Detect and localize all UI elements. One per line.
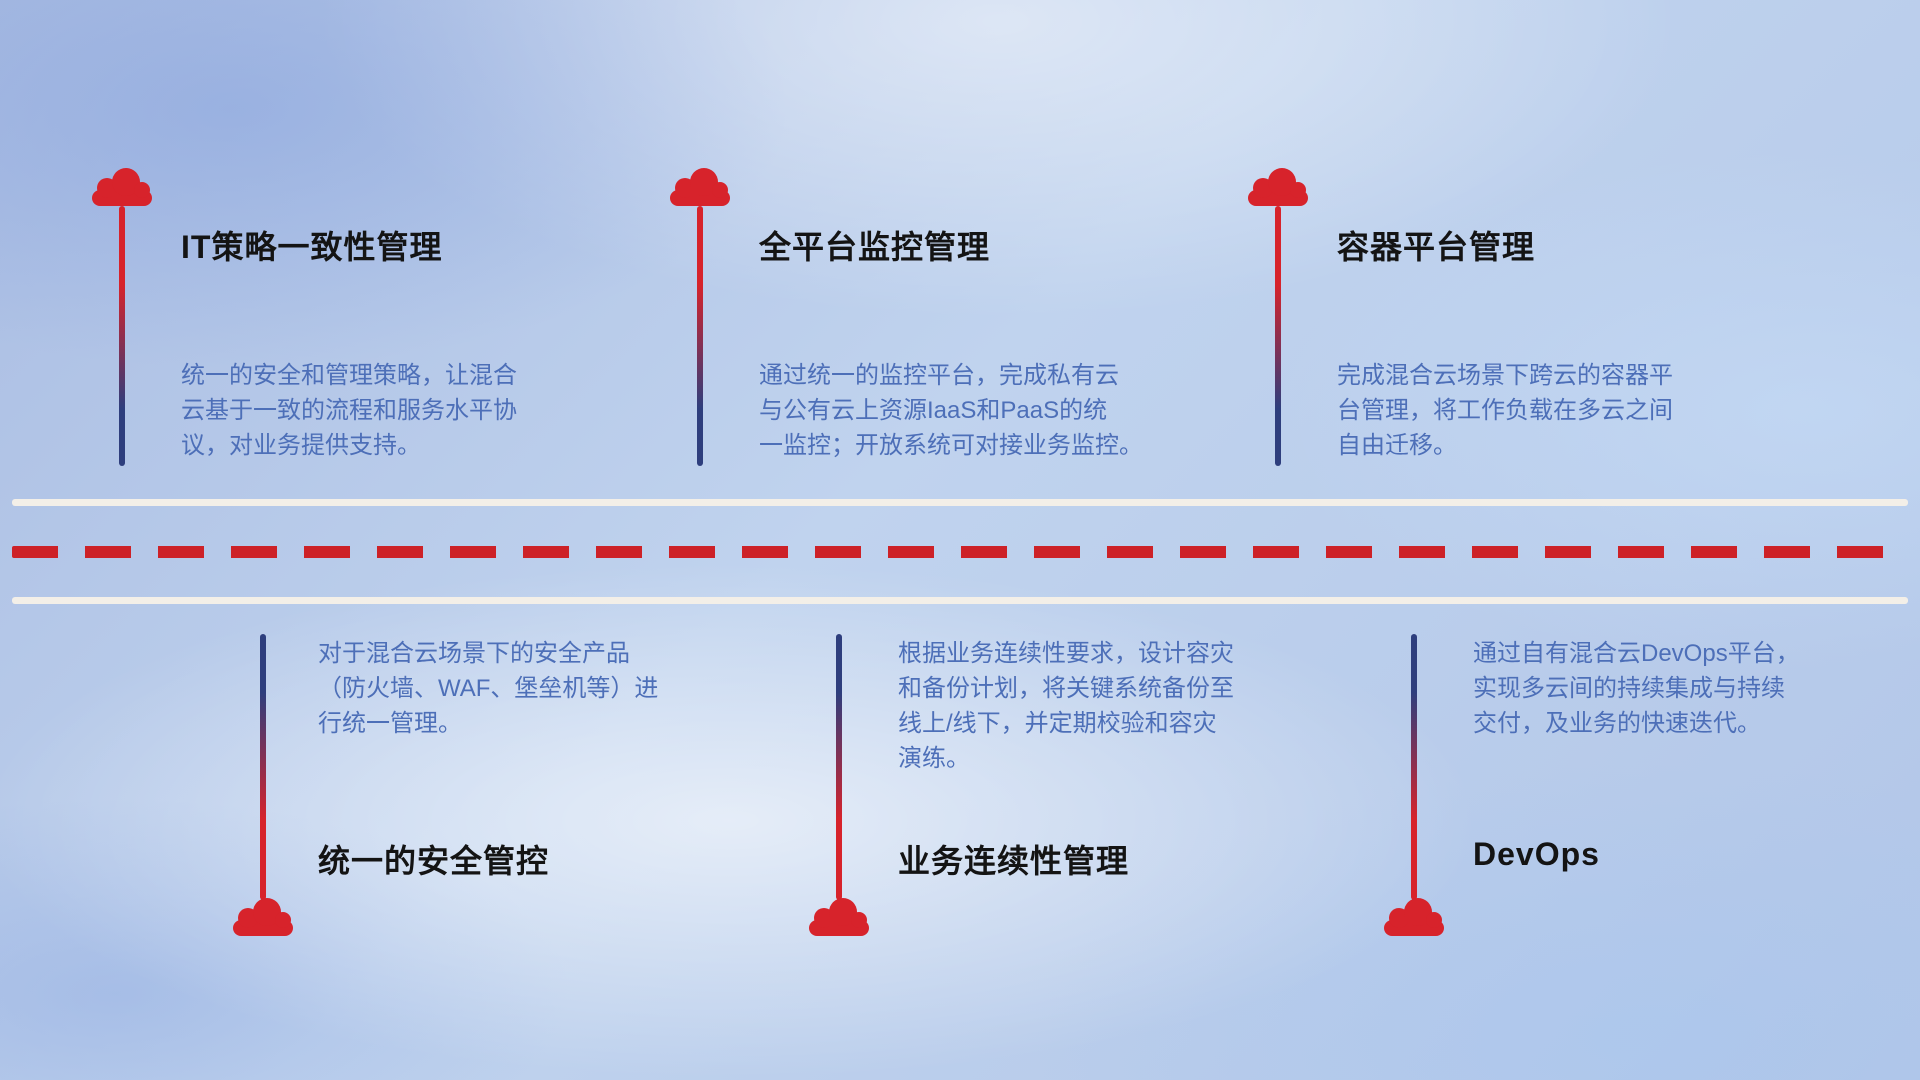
item-description: 完成混合云场景下跨云的容器平 台管理，将工作负载在多云之间 自由迁移。	[1337, 362, 1673, 459]
road-dashed-line	[12, 546, 1908, 558]
connector-line	[1275, 206, 1281, 466]
item-description: 根据业务连续性要求，设计容灾 和备份计划，将关键系统备份至 线上/线下，并定期校…	[898, 640, 1234, 772]
item-title: 统一的安全管控	[318, 843, 550, 879]
cloud-icon	[668, 166, 732, 208]
item-title: DevOps	[1473, 836, 1600, 872]
connector-line	[260, 634, 266, 900]
connector-line	[119, 206, 125, 466]
item-title: 容器平台管理	[1337, 229, 1536, 265]
item-title: 全平台监控管理	[759, 229, 991, 265]
item-description: 通过自有混合云DevOps平台， 实现多云间的持续集成与持续 交付，及业务的快速…	[1473, 640, 1800, 737]
connector-line	[836, 634, 842, 900]
connector-line	[1411, 634, 1417, 900]
cloud-icon	[90, 166, 154, 208]
cloud-icon	[1246, 166, 1310, 208]
item-title: IT策略一致性管理	[181, 229, 443, 265]
cloud-icon	[1382, 896, 1446, 938]
item-description: 对于混合云场景下的安全产品 （防火墙、WAF、堡垒机等）进 行统一管理。	[318, 640, 659, 737]
item-title: 业务连续性管理	[898, 843, 1130, 879]
road-line-top	[12, 499, 1908, 506]
road-line-bottom	[12, 597, 1908, 604]
cloud-icon	[807, 896, 871, 938]
item-description: 统一的安全和管理策略，让混合 云基于一致的流程和服务水平协 议，对业务提供支持。	[181, 362, 517, 459]
cloud-icon	[231, 896, 295, 938]
connector-line	[697, 206, 703, 466]
item-description: 通过统一的监控平台，完成私有云 与公有云上资源IaaS和PaaS的统 一监控；开…	[759, 362, 1143, 459]
